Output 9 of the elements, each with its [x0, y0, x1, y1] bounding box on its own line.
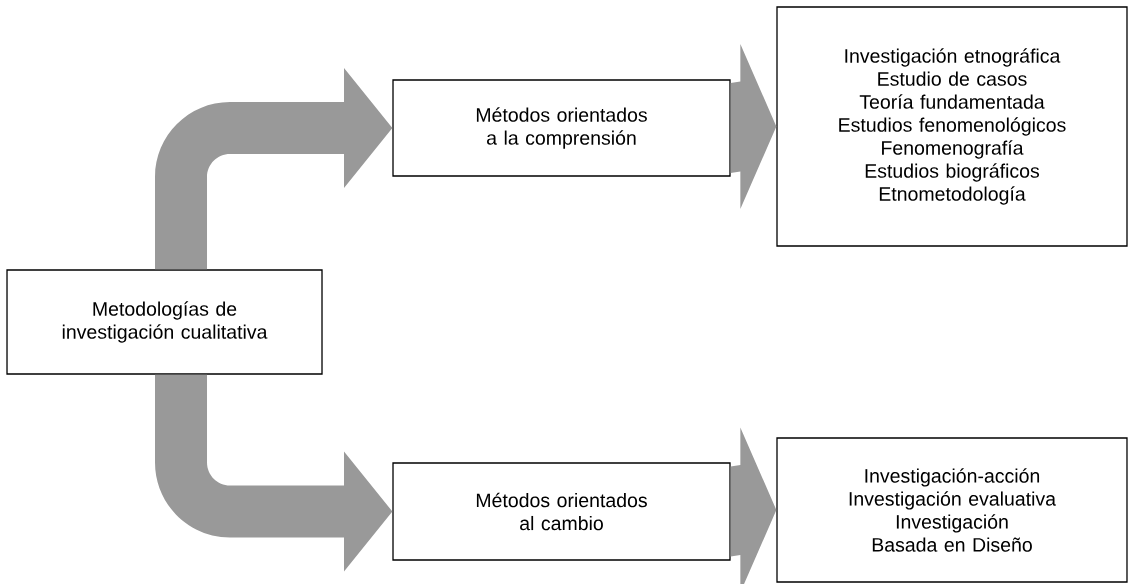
block-arrow [730, 427, 777, 584]
text-box: Investigación-acción Investigación evaluativa Investigación Basada en Diseño [776, 437, 1128, 583]
text-box: Métodos orientados al cambio [392, 462, 731, 561]
text-box: Métodos orientados a la comprensión [392, 79, 731, 177]
text-box: Metodologías de investigación cualitativa [6, 269, 323, 375]
block-arrow [155, 374, 393, 572]
block-arrow [155, 68, 393, 270]
block-arrow [730, 44, 777, 209]
text-box: Investigación etnográfica Estudio de casos Teoría fundamentada Estudios fenomenológicos Fenomenografía Estudios biográficos Etnometodología [776, 6, 1128, 247]
